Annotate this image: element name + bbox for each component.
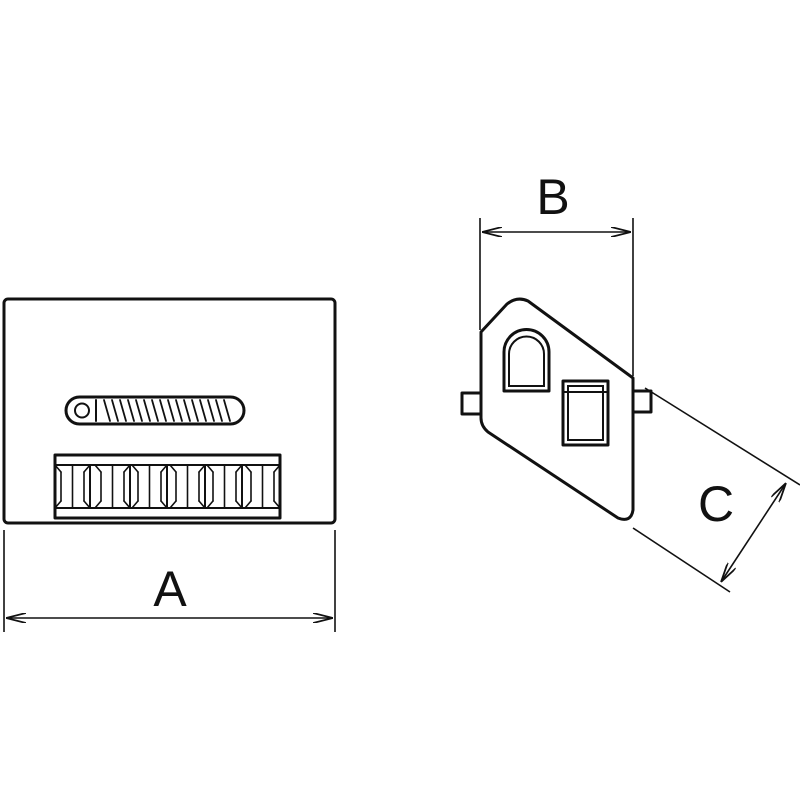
square-window [561,379,610,447]
strap-slot [64,395,246,426]
dimension-c-label: C [698,476,734,532]
arched-window [502,328,551,393]
side-pin-left [460,391,483,416]
dimension-c: C [632,387,800,593]
front-view-body [2,297,337,525]
dimension-a-label: A [153,561,187,617]
side-pin-right [631,389,653,414]
dimension-b-label: B [536,169,569,225]
side-view-body [479,297,635,521]
dimension-a: A [3,530,336,632]
knurl-pattern [54,464,281,509]
strap-hatch [95,399,231,422]
knurled-grip [53,453,282,520]
front-view [2,297,337,525]
dimension-b: B [479,169,634,376]
side-view [460,297,653,521]
